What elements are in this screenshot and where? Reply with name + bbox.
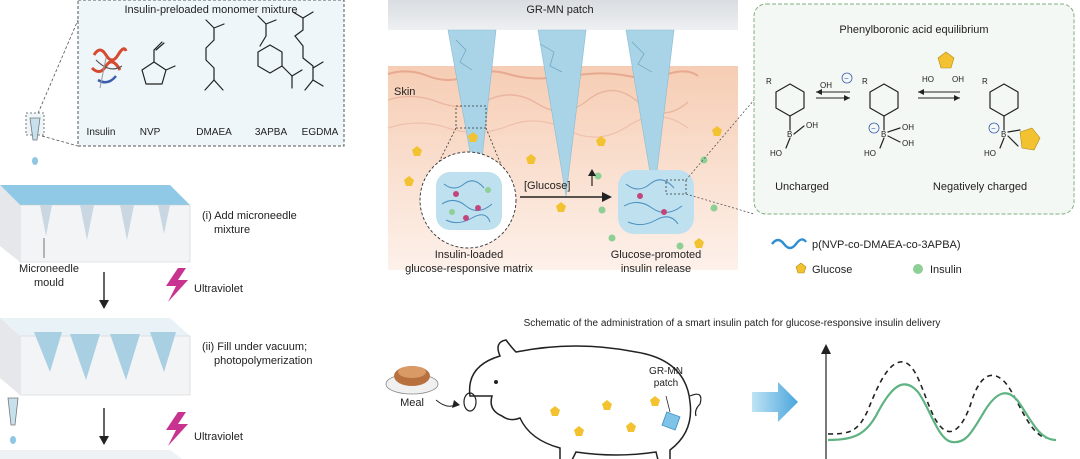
equilibrium-panel: R B OH HO OH − R B OH OH HO − HO OH xyxy=(753,3,1075,215)
insulin-level-curve xyxy=(827,383,1057,444)
glucose-curve-plot xyxy=(821,344,1057,459)
transition-arrow xyxy=(752,382,798,422)
b-atom-3: B xyxy=(1001,130,1006,139)
monomer-panel: Insulin-preloaded monomer mixture B xyxy=(77,0,345,147)
ho-1b: HO xyxy=(770,149,782,158)
egdma-structure-icon xyxy=(292,11,324,91)
monomer-label-nvp: NVP xyxy=(140,127,161,138)
pig-icon xyxy=(463,339,702,459)
dmaea-structure-icon xyxy=(204,19,225,91)
glucose-legend-icon xyxy=(795,262,807,274)
3apba-structure-icon xyxy=(257,15,303,89)
minus-ion-3: − xyxy=(991,124,996,133)
mould-step1 xyxy=(0,185,191,263)
glucose-legend-label: Glucose xyxy=(812,264,852,276)
insulin-structure-icon xyxy=(90,47,128,89)
b-atom-1: B xyxy=(787,130,792,139)
oh-1a: OH xyxy=(806,121,818,130)
oh-glucose: OH xyxy=(952,75,964,84)
r-atom-2: R xyxy=(862,77,868,86)
monomer-label-dmaea: DMAEA xyxy=(196,127,232,138)
uv-label-2: Ultraviolet xyxy=(194,431,243,443)
skin-label: Skin xyxy=(394,86,415,98)
uv-label-1: Ultraviolet xyxy=(194,283,243,295)
pipette-icon-2 xyxy=(7,397,19,444)
r-atom-3: R xyxy=(982,77,988,86)
minus-ion-2: − xyxy=(871,124,876,133)
pipette-icon xyxy=(25,112,45,165)
process-arrow-1 xyxy=(99,272,109,309)
pig-glucose-dots xyxy=(550,396,660,436)
monomer-panel-title: Insulin-preloaded monomer mixture xyxy=(124,4,297,16)
mould-step2 xyxy=(0,318,191,396)
monomer-label-3apba: 3APBA xyxy=(255,127,288,138)
b-atom-2: B xyxy=(881,130,886,139)
patch-on-pig-icon xyxy=(661,395,681,431)
insulin-legend-label: Insulin xyxy=(930,264,962,276)
minus-ion-1: − xyxy=(844,74,849,83)
insulin-legend-icon xyxy=(913,264,923,274)
legend xyxy=(771,238,923,274)
equilibrium-title: Phenylboronic acid equilibrium xyxy=(839,24,988,36)
ho-3: HO xyxy=(984,149,996,158)
glucose-arrow-label: [Glucose] xyxy=(524,180,570,192)
polymer-legend-icon xyxy=(771,238,807,250)
meal-icon xyxy=(385,366,439,395)
uv-bolt-icon-1 xyxy=(166,268,188,302)
meal-label: Meal xyxy=(400,397,424,409)
ho-glucose: HO xyxy=(922,75,934,84)
nvp-structure-icon xyxy=(141,41,176,85)
r-atom-1: R xyxy=(766,77,772,86)
admin-title: Schematic of the administration of a sma… xyxy=(524,318,941,329)
charged-label: Negatively charged xyxy=(933,181,1027,193)
monomer-label-egdma: EGDMA xyxy=(302,127,339,138)
process-arrow-2 xyxy=(99,408,109,445)
polymer-legend-label: p(NVP-co-DMAEA-co-3APBA) xyxy=(812,239,961,251)
step2-label: (ii) Fill under vacuum;photopolymerizati… xyxy=(202,341,312,367)
oh-2b: OH xyxy=(902,139,914,148)
patch-skin-scene xyxy=(387,0,738,270)
patch-title: GR-MN patch xyxy=(526,4,593,16)
uncharged-label: Uncharged xyxy=(775,181,829,193)
oh-2a: OH xyxy=(902,123,914,132)
ho-2c: HO xyxy=(864,149,876,158)
oh-arrow: OH xyxy=(820,81,832,90)
uv-bolt-icon-2 xyxy=(166,412,188,446)
glucose-level-curve xyxy=(827,361,1047,439)
monomer-label-insulin: Insulin xyxy=(87,127,116,138)
